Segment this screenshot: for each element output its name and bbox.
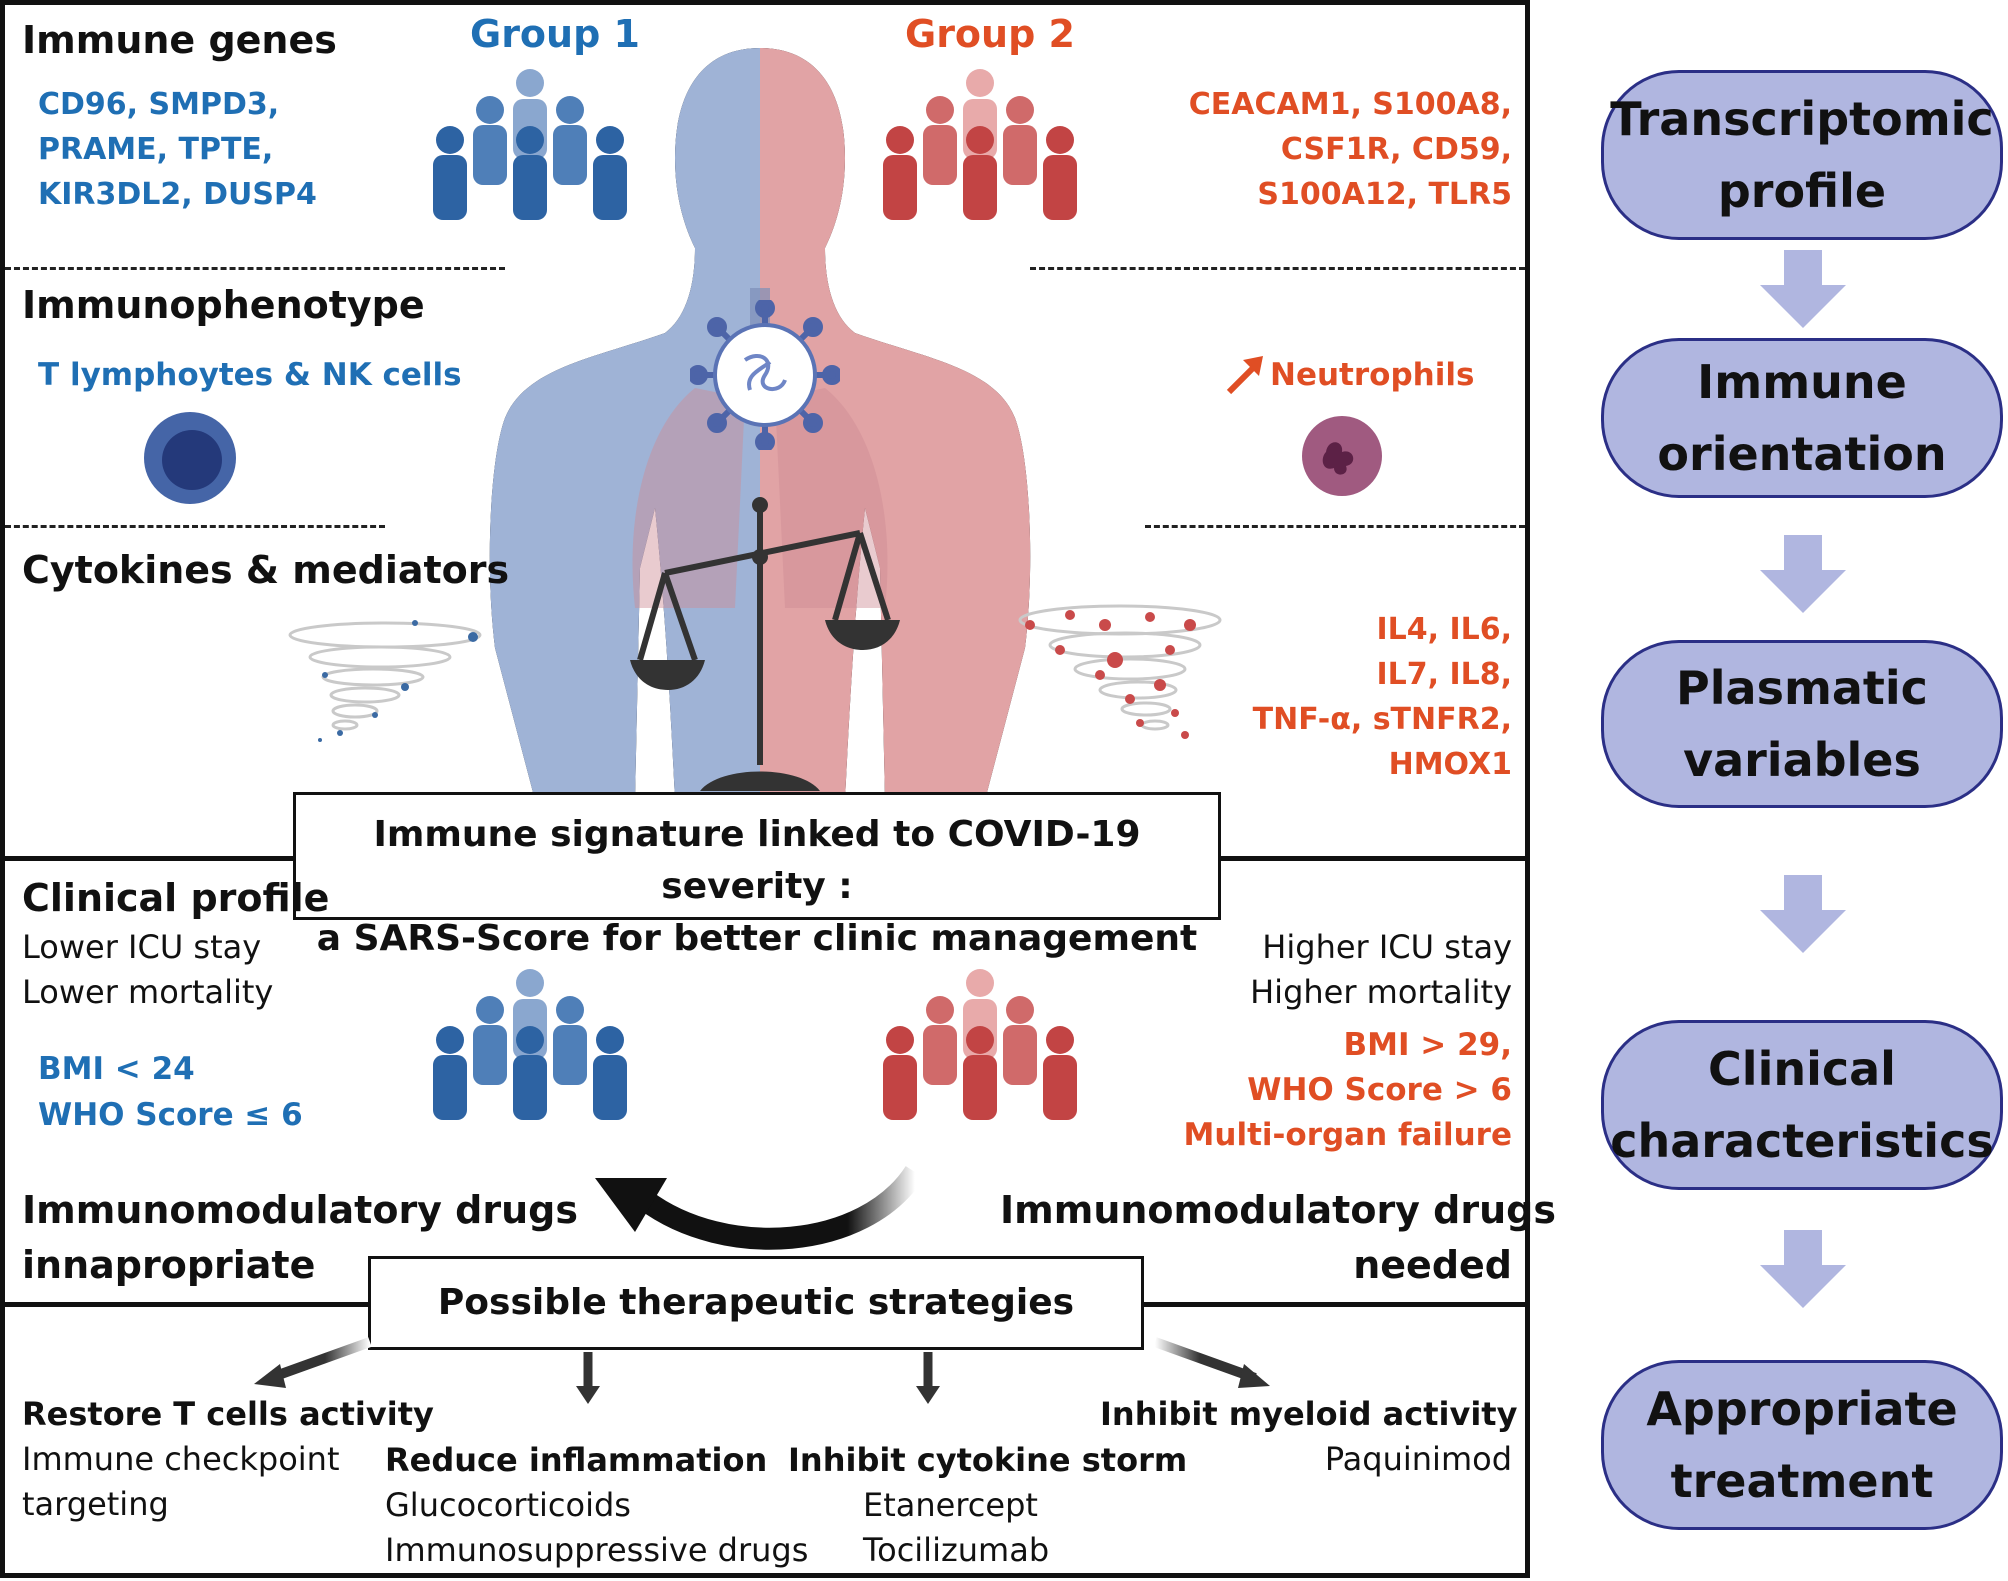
flow-step-clinical-characteristics: Clinical characteristics [1601,1020,2003,1190]
dashed-separator-2-left [5,525,385,528]
group2-criteria: BMI > 29, WHO Score > 6 Multi-organ fail… [1183,1027,1512,1153]
flow-step-plasmatic-variables: Plasmatic variables [1601,640,2003,808]
dashed-separator-1-left [5,267,505,270]
group1-label: Group 1 [470,12,640,56]
flow-step-immune-orientation: Immune orientation [1601,338,2003,498]
people-group-icon [433,69,627,220]
group1-drugs: Immunomodulatory drugs innapropriate [22,1188,578,1287]
neutrophil-cell-icon [1302,416,1382,496]
curved-arrow-icon [595,1165,925,1250]
clinical-profile-title: Clinical profile [22,876,330,920]
group1-genes: CD96, SMPD3, PRAME, TPTE, KIR3DL2, DUSP4 [38,87,317,212]
down-arrow-icon [1760,250,1846,328]
increase-arrow-icon [1226,356,1263,395]
immune-signature-box: Immune signature linked to COVID-19 seve… [293,792,1221,959]
lung-left-shape [632,388,745,608]
down-arrow-icon [1760,875,1846,953]
lung-right-shape [775,388,888,608]
immunophenotype-title: Immunophenotype [22,283,425,327]
group2-drugs: Immunomodulatory drugs needed [1000,1188,1556,1287]
coronavirus-icon [690,300,840,450]
people-group-icon [883,69,1077,220]
therapy-box: Possible therapeutic strategies [368,1256,1144,1350]
people-group-icon [883,969,1077,1120]
therapy-arrows [254,1337,1270,1404]
group2-cells: Neutrophils [1270,357,1475,393]
cytokines-title: Cytokines & mediators [22,548,510,592]
group1-outcomes: Lower ICU stay Lower mortality [22,928,274,1011]
group2-cytokines: IL4, IL6, IL7, IL8, TNF-α, sTNFR2, HMOX1 [1252,612,1512,782]
group2-label: Group 2 [905,12,1075,56]
immune-genes-title: Immune genes [22,18,337,62]
strategy-reduce-inflammation: Reduce inflammation Glucocorticoids Immu… [385,1441,809,1569]
dashed-separator-2-right [1145,525,1525,528]
main-panel [0,0,1530,1578]
strategy-inhibit-cytokine-storm: Inhibit cytokine storm Etanercept Tocili… [788,1441,1188,1569]
group2-genes: CEACAM1, S100A8, CSF1R, CD59, S100A12, T… [1188,87,1512,212]
lymphocyte-cell-icon [144,412,236,504]
group2-outcomes: Higher ICU stay Higher mortality [1250,928,1512,1011]
dashed-separator-1-right [1030,267,1525,270]
balance-scale-icon [630,497,900,791]
people-group-icon [433,969,627,1120]
tornado-icon [288,620,482,742]
tornado-icon [1018,604,1222,739]
strategy-inhibit-myeloid: Inhibit myeloid activity Paquinimod [1100,1395,1518,1478]
flow-step-appropriate-treatment: Appropriate treatment [1601,1360,2003,1530]
down-arrow-icon [1760,535,1846,613]
group1-criteria: BMI < 24 WHO Score ≤ 6 [38,1051,303,1133]
flow-step-transcriptomic-profile: Transcriptomic profile [1601,70,2003,240]
group1-cells: T lymphoytes & NK cells [38,357,462,393]
strategy-restore-t-cells: Restore T cells activity Immune checkpoi… [22,1395,434,1523]
down-arrow-icon [1760,1230,1846,1308]
